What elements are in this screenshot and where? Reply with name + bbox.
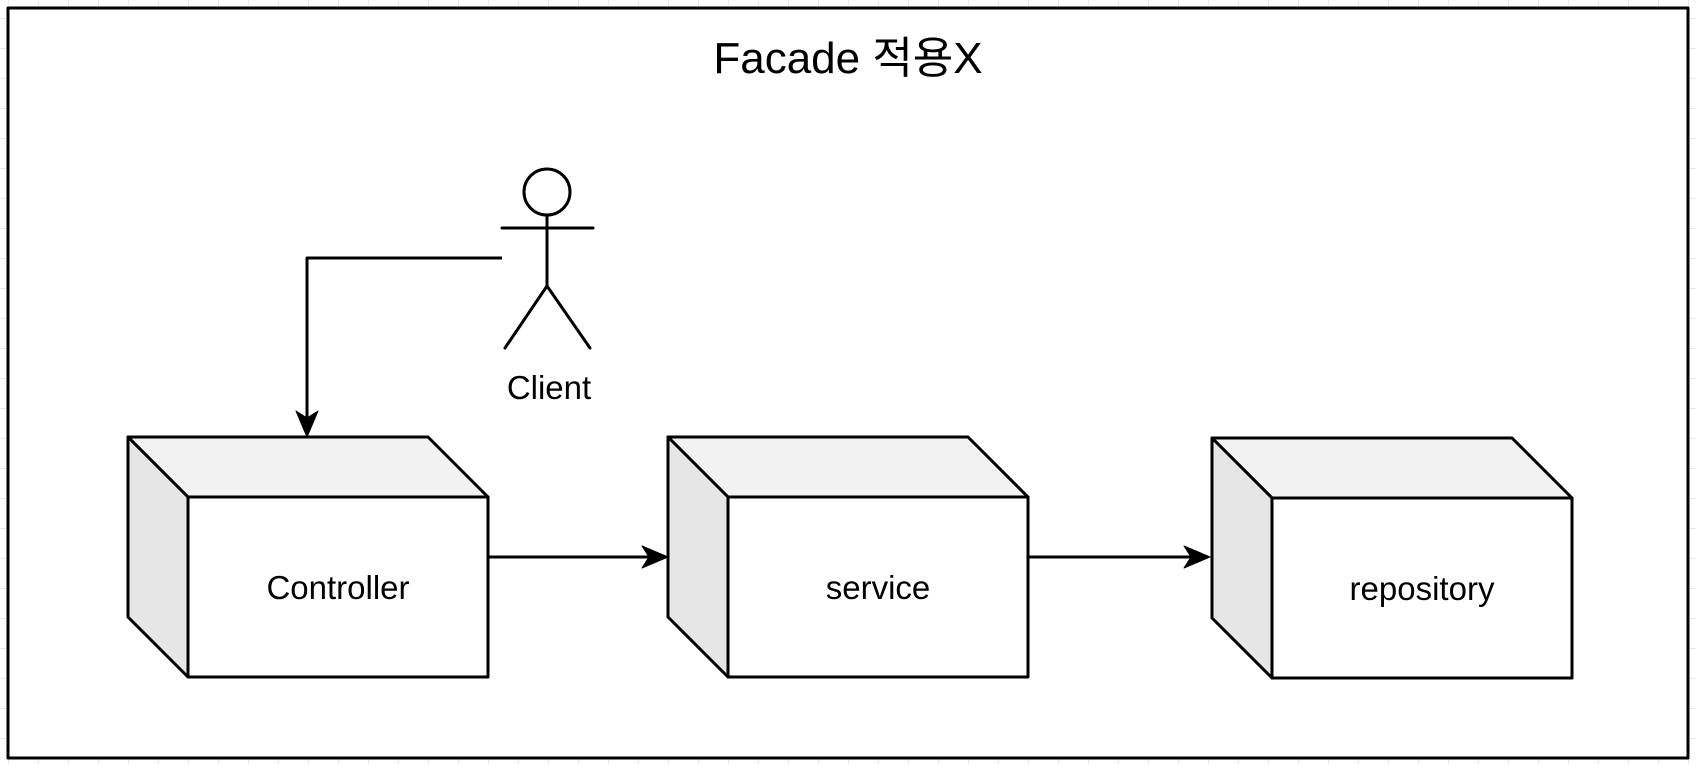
- cube-top-face: [666, 435, 1030, 499]
- edge-client-controller-line: [305, 256, 502, 418]
- node-repository-label: repository: [1350, 570, 1495, 607]
- arrowhead-right-icon: [1183, 545, 1211, 569]
- cube-top-face: [1210, 436, 1574, 500]
- arrowhead-down-icon: [295, 410, 319, 438]
- edge-service-repository[interactable]: [1028, 545, 1211, 569]
- edge-controller-service[interactable]: [488, 545, 669, 569]
- node-controller[interactable]: Controller: [126, 435, 490, 679]
- actor-client-label: Client: [507, 369, 591, 406]
- edge-client-controller[interactable]: [295, 256, 502, 438]
- cube-front-face: [726, 495, 1030, 679]
- actor-client[interactable]: [500, 167, 595, 350]
- cube-top-face: [126, 435, 490, 499]
- node-service[interactable]: service: [666, 435, 1030, 679]
- cube-front-face: [186, 495, 490, 679]
- actor-left-leg-icon: [503, 284, 549, 350]
- actor-right-leg-icon: [545, 284, 592, 350]
- node-repository[interactable]: repository: [1210, 436, 1574, 680]
- node-service-label: service: [826, 569, 931, 606]
- node-controller-label: Controller: [266, 569, 409, 606]
- diagram-title: Facade 적용X: [713, 34, 982, 83]
- cube-front-face: [1270, 496, 1574, 680]
- actor-head-icon: [522, 167, 572, 217]
- arrowhead-right-icon: [641, 545, 669, 569]
